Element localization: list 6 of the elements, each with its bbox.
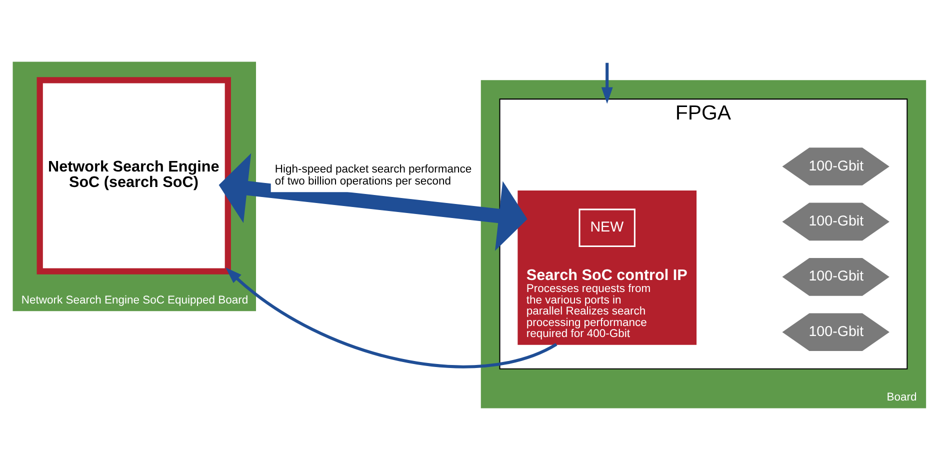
arrow [226, 268, 558, 368]
edge-label: High-speed packet search performance of two billion operations per second [274, 163, 472, 188]
node-box: Network Search Engine SoC (search SoC) [36, 77, 231, 274]
arrow [601, 62, 613, 104]
arrow [218, 153, 528, 251]
node-box: NEW [578, 208, 636, 248]
